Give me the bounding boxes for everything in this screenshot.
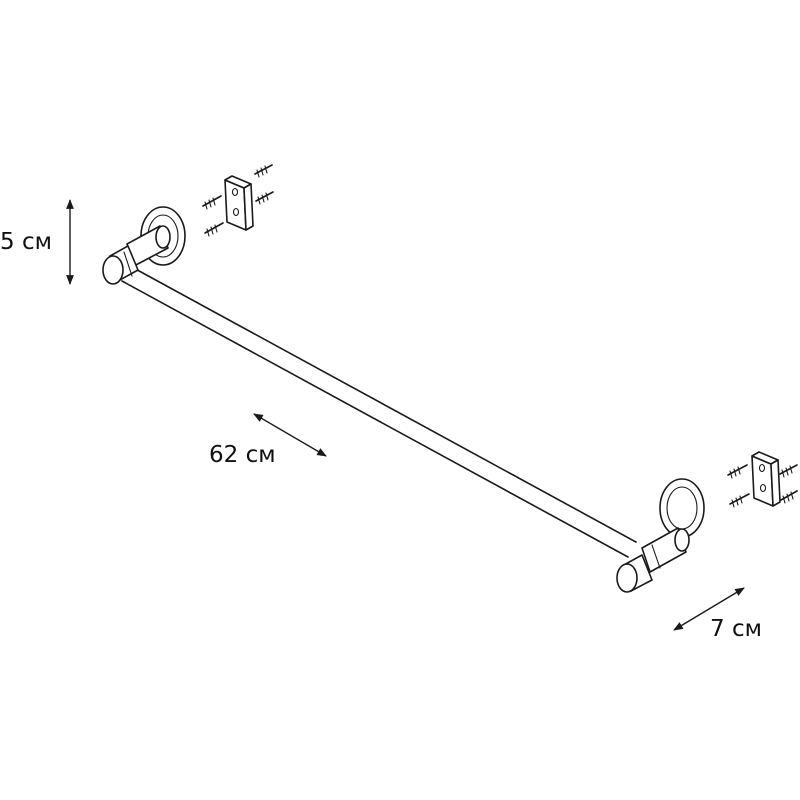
left-wall-mount [102,206,186,285]
height-dimension: 5 см [0,199,74,285]
screw-icon [780,490,798,504]
towel-bar-tube [121,265,637,558]
screw-icon [255,191,274,205]
depth-dimension-label: 7 см [710,616,762,642]
wall-plug-icon [727,464,748,479]
right-wall-mount [616,478,705,593]
height-dimension-label: 5 см [0,229,52,255]
wall-plug-icon [202,195,222,210]
wall-plug-icon [204,222,224,237]
depth-dimension-arrow [673,587,745,631]
length-dimension: 62 см [209,413,327,468]
depth-dimension: 7 см [673,587,762,642]
right-end-cap [616,563,638,593]
length-dimension-arrow [253,413,327,457]
wall-plug-icon [729,493,750,508]
screw-icon [254,164,273,178]
right-hardware [727,451,798,508]
left-hardware [202,164,274,237]
length-dimension-label: 62 см [209,442,276,468]
screw-icon [779,464,798,478]
left-end-cap [102,255,124,285]
